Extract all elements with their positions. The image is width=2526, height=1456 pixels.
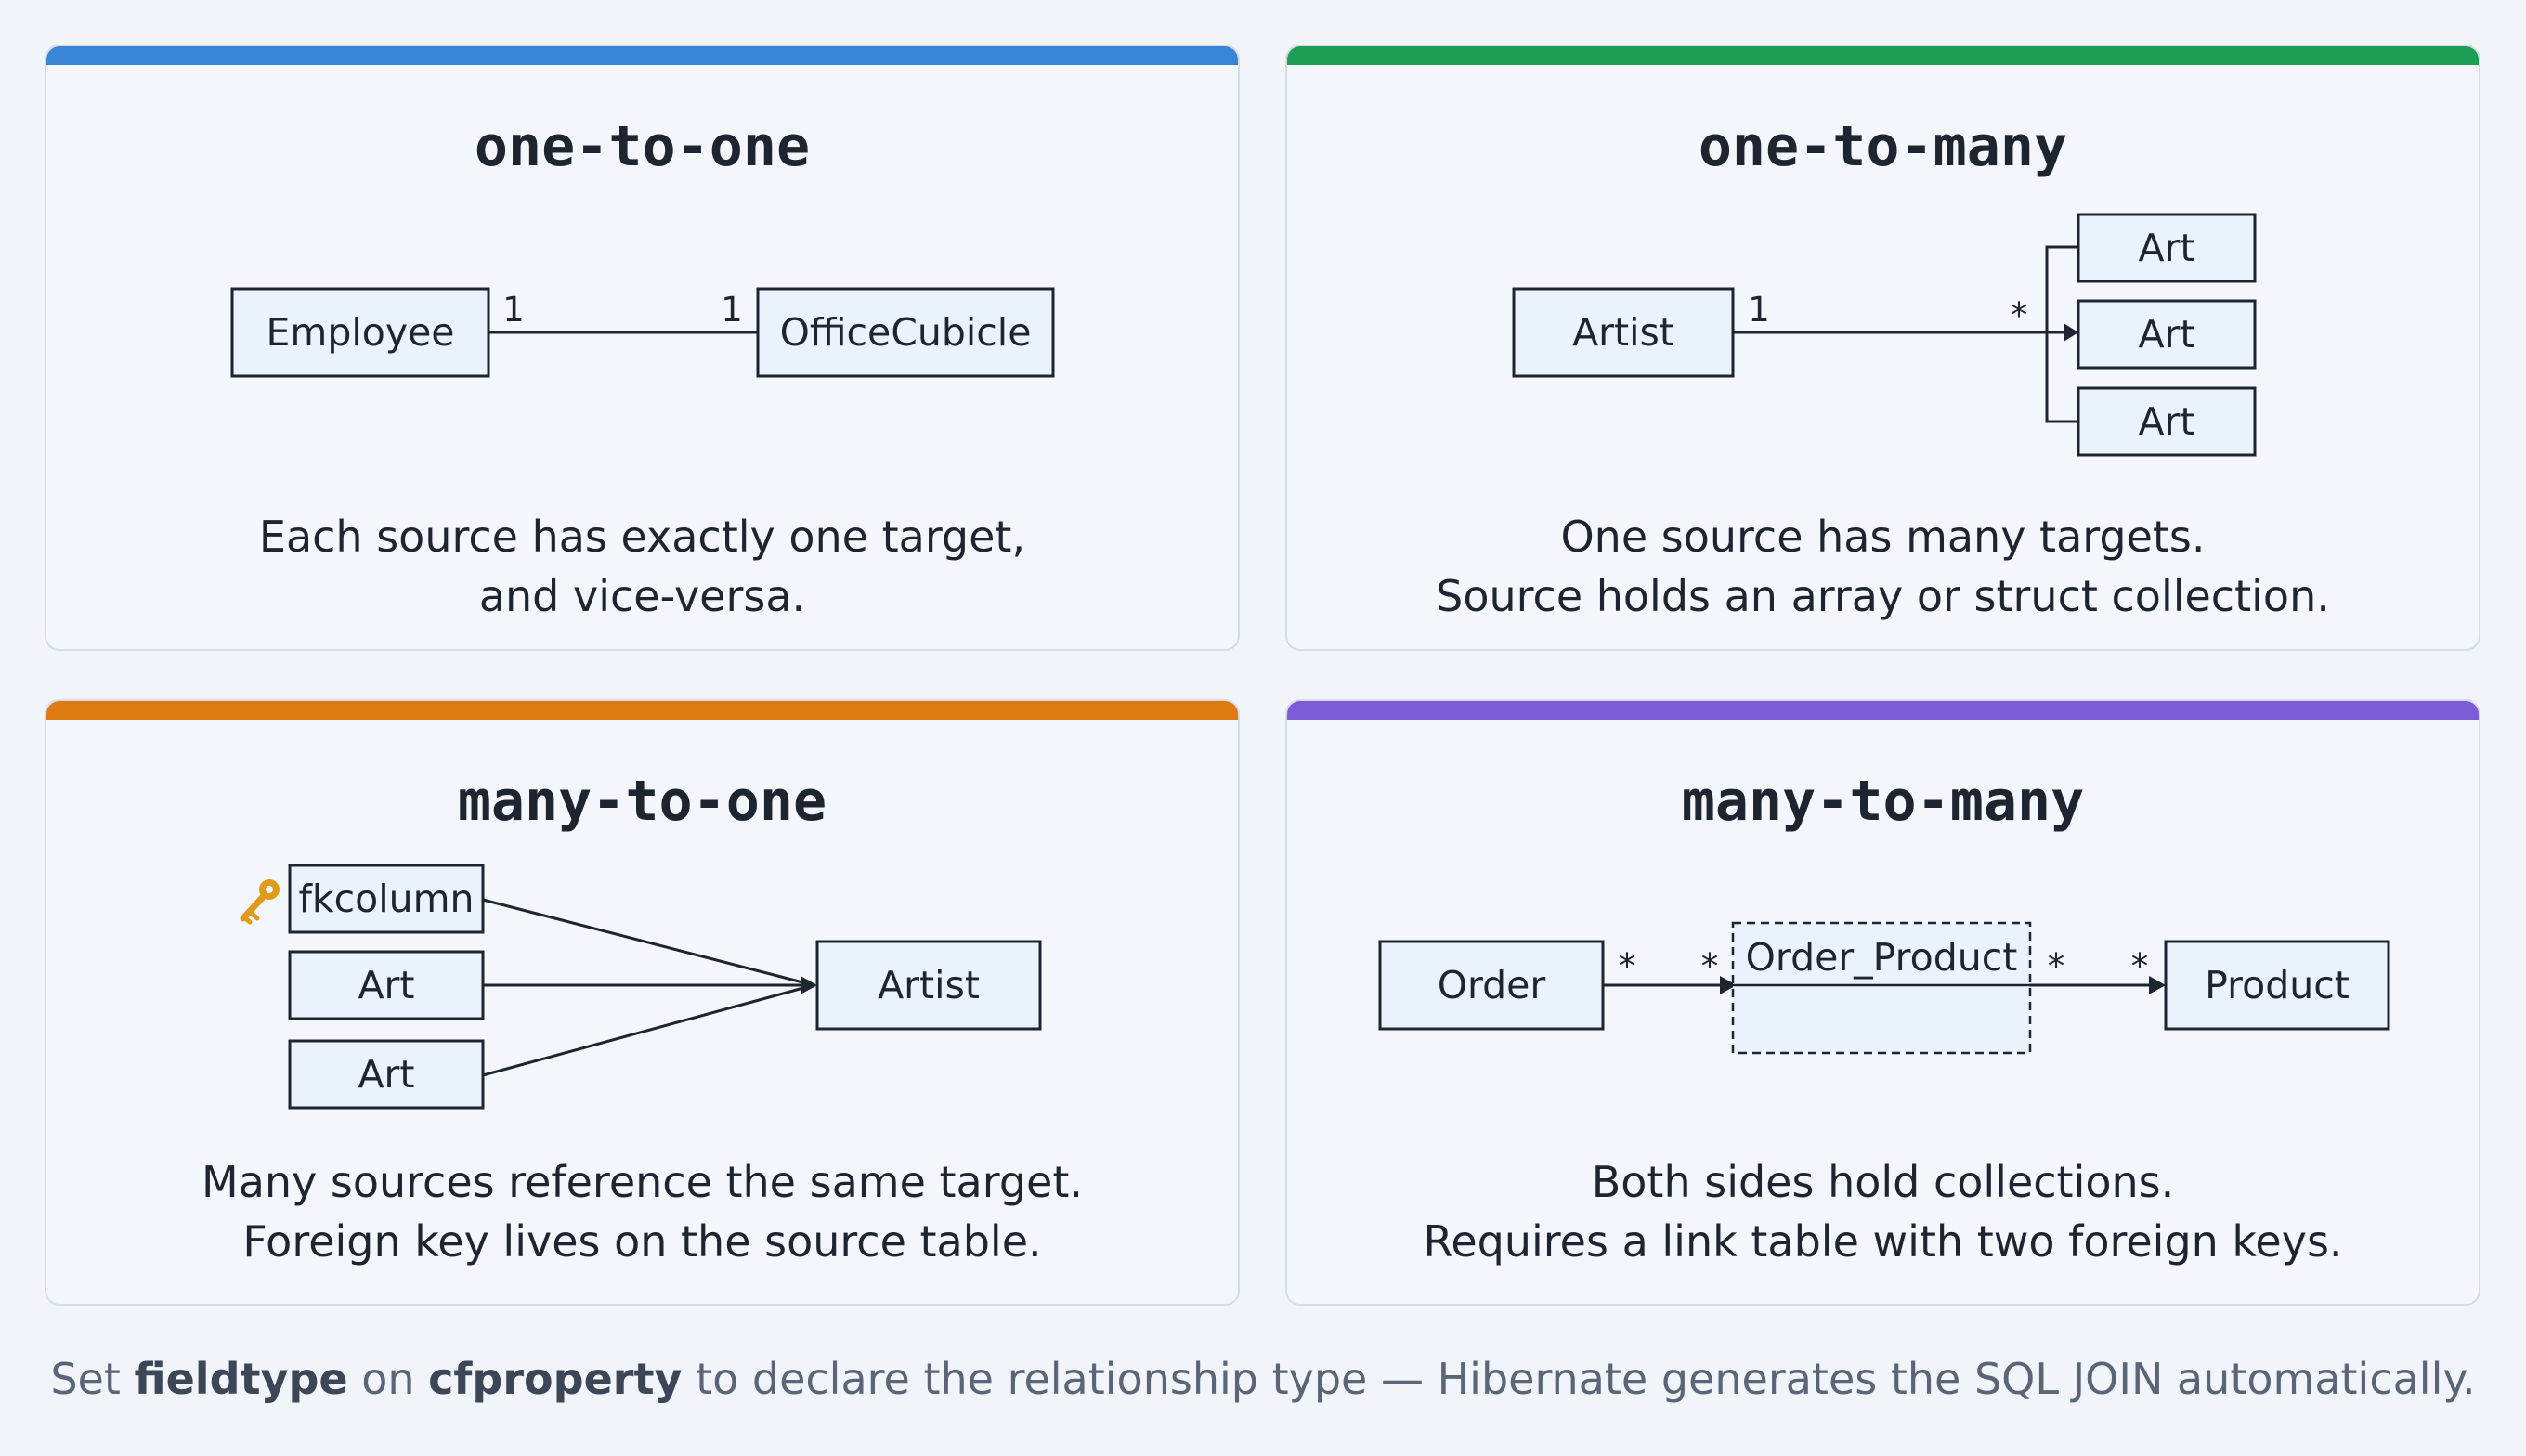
entity-art [288, 950, 485, 1020]
diagram-many-to-one: fkcolumn Art Art Artist [240, 864, 1042, 1110]
panel-title: one-to-many [1698, 114, 2068, 179]
entity-art [2077, 213, 2257, 283]
accent-bar [1287, 701, 2479, 720]
entity-label-artist: Artist [878, 963, 980, 1008]
multiplicity-left: 1 [502, 290, 525, 330]
entity-label-art: Art [358, 963, 415, 1008]
entity-art [2077, 299, 2257, 370]
relationship-line [482, 983, 814, 1077]
entity-product [2164, 940, 2390, 1031]
entity-label-product: Product [2205, 963, 2350, 1008]
description-line: Foreign key lives on the source table. [242, 1216, 1042, 1267]
panel-title: many-to-many [1681, 769, 2085, 834]
footer-keyword-fieldtype: fieldtype [134, 1354, 348, 1404]
diagram-one-to-one: Employee OfficeCubicle 1 1 [230, 287, 1055, 378]
panel-many-to-one: many-to-one fkcolumn Art Art Artist Many… [45, 699, 1240, 1306]
description-line: One source has many targets. [1560, 512, 2206, 562]
panel-description: Each source has exactly one target, and … [46, 507, 1238, 626]
arrowhead [1720, 976, 1737, 994]
entity-label-officecubicle: OfficeCubicle [780, 310, 1032, 355]
link-table-order-product [1731, 921, 2032, 1055]
accent-bar [46, 701, 1238, 720]
panel-many-to-many: many-to-many Order Order_Product Product… [1285, 699, 2480, 1306]
footer-text: Set [50, 1354, 135, 1404]
footer-text: on [347, 1354, 429, 1404]
panel-one-to-many: one-to-many Artist Art Art Art 1 * One s… [1285, 45, 2480, 651]
multiplicity-target: * [2011, 295, 2028, 335]
entity-artist [815, 940, 1042, 1031]
diagram-one-to-many: Artist Art Art Art 1 * [1512, 213, 2257, 457]
accent-bar [1287, 46, 2479, 65]
footer-text: to declare the relationship type — Hiber… [682, 1354, 2476, 1404]
description-line: and vice-versa. [478, 571, 806, 621]
fan-bracket [2045, 245, 2078, 423]
panel-one-to-one: one-to-one Employee OfficeCubicle 1 1 Ea… [45, 45, 1240, 651]
footer-note: Set fieldtype on cfproperty to declare t… [0, 1354, 2526, 1404]
description-line: Source holds an array or struct collecti… [1436, 571, 2330, 621]
relationship-line [482, 898, 814, 987]
entity-label-fkcolumn: fkcolumn [298, 877, 474, 921]
entity-order [1378, 940, 1605, 1031]
panel-description: Both sides hold collections. Requires a … [1287, 1152, 2479, 1271]
description-line: Each source has exactly one target, [258, 512, 1026, 562]
panel-title: many-to-one [457, 769, 827, 834]
diagram-many-to-many: Order Order_Product Product * * * * [1378, 921, 2390, 1055]
footer-keyword-cfproperty: cfproperty [428, 1354, 683, 1404]
entity-art [2077, 386, 2257, 457]
entity-label-art: Art [2139, 312, 2195, 357]
key-icon [240, 879, 280, 925]
accent-bar [46, 46, 1238, 65]
description-line: Requires a link table with two foreign k… [1423, 1216, 2343, 1267]
entity-label-art: Art [2139, 399, 2195, 444]
multiplicity-marker: * [1701, 946, 1719, 986]
panel-description: One source has many targets. Source hold… [1287, 507, 2479, 626]
entity-employee [230, 287, 490, 378]
multiplicity-source: 1 [1748, 290, 1770, 330]
entity-label-employee: Employee [266, 310, 454, 355]
entity-officecubicle [756, 287, 1055, 378]
multiplicity-marker: * [2048, 946, 2065, 986]
entity-artist [1512, 287, 1735, 378]
entity-label-art: Art [358, 1052, 415, 1097]
multiplicity-marker: * [2131, 946, 2149, 986]
entity-label-art: Art [2139, 226, 2195, 270]
entity-label-order: Order [1438, 963, 1546, 1008]
panel-description: Many sources reference the same target. … [46, 1152, 1238, 1271]
multiplicity-right: 1 [721, 290, 743, 330]
entity-fkcolumn [288, 864, 485, 934]
multiplicity-marker: * [1619, 946, 1636, 986]
description-line: Many sources reference the same target. [202, 1157, 1083, 1207]
arrowhead [801, 976, 817, 994]
description-line: Both sides hold collections. [1591, 1157, 2175, 1207]
entity-label-artist: Artist [1572, 310, 1674, 355]
arrowhead [2149, 976, 2166, 994]
panel-title: one-to-one [474, 114, 811, 179]
entity-art [288, 1039, 485, 1110]
link-table-label: Order_Product [1746, 935, 2018, 980]
